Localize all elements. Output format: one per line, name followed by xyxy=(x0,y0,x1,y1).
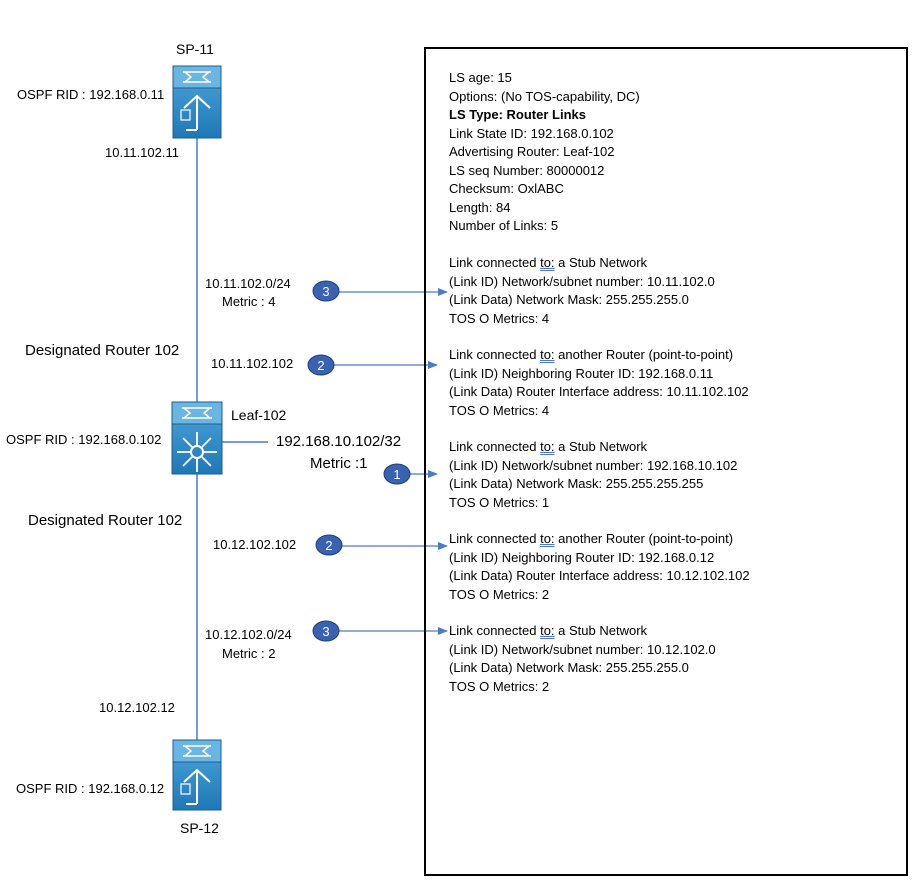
lsa-length: Length: 84 xyxy=(449,199,511,215)
lsa-link-entry: Link connected to: a Stub Network (Link … xyxy=(449,622,716,696)
lsa-link-entry: Link connected to: another Router (point… xyxy=(449,530,750,604)
lsa-link-metric: TOS O Metrics: 2 xyxy=(449,678,550,694)
lsa-ls-type: LS Type: Router Links xyxy=(449,107,586,122)
marker-label: 3 xyxy=(322,624,329,639)
lsa-advertising-router: Advertising Router: Leaf-102 xyxy=(449,144,615,159)
metric-loopback-label: Metric :1 xyxy=(310,455,368,472)
lsa-link-data: (Link Data) Network Mask: 255.255.255.0 xyxy=(449,292,689,307)
lsa-link-id: (Link ID) Neighboring Router ID: 192.168… xyxy=(449,549,715,565)
link-marker: 2 xyxy=(315,534,343,556)
lsa-ls-age: LS age: 15 xyxy=(449,70,512,85)
lsa-link-state-id: Link State ID: 192.168.0.102 xyxy=(449,125,614,141)
marker-label: 1 xyxy=(393,467,400,482)
metric-bottom-label: Metric : 2 xyxy=(222,646,276,661)
lsa-link-type: Link connected to: a Stub Network xyxy=(449,255,648,270)
lsa-link-data: (Link Data) Router Interface address: 10… xyxy=(449,384,749,399)
lsa-link-data: (Link Data) Network Mask: 255.255.255.0 xyxy=(449,660,689,675)
lsa-link-id: (Link ID) Neighboring Router ID: 192.168… xyxy=(449,365,714,381)
lsa-link-id: (Link ID) Network/subnet number: 10.12.1… xyxy=(449,641,716,657)
lsa-link-type: Link connected to: another Router (point… xyxy=(449,347,734,362)
leaf-name: Leaf-102 xyxy=(231,407,287,423)
ip-top-label: 10.11.102.102 xyxy=(211,356,294,371)
lsa-link-type: Link connected to: a Stub Network xyxy=(449,439,648,454)
lsa-link-metric: TOS O Metrics: 4 xyxy=(449,310,550,326)
marker-label: 3 xyxy=(322,284,329,299)
lsa-number-of-links: Number of Links: 5 xyxy=(449,218,559,233)
sp12-name: SP-12 xyxy=(180,820,219,836)
lsa-link-data: (Link Data) Network Mask: 255.255.255.25… xyxy=(449,476,704,491)
lsa-header: LS age: 15 Options: (No TOS-capability, … xyxy=(449,69,640,236)
leaf-rid: OSPF RID : 192.168.0.102 xyxy=(6,432,162,447)
lsa-link-type: Link connected to: a Stub Network xyxy=(449,623,648,638)
loopback-label: 192.168.10.102/32 xyxy=(276,433,402,450)
lsa-link-metric: TOS O Metrics: 4 xyxy=(449,402,550,418)
metric-top-label: Metric : 4 xyxy=(222,294,276,309)
lsa-link-metric: TOS O Metrics: 1 xyxy=(449,494,550,510)
net-bottom-label: 10.12.102.0/24 xyxy=(205,627,292,642)
lsa-checksum: Checksum: OxlABC xyxy=(449,181,564,196)
lsa-link-entry: Link connected to: a Stub Network (Link … xyxy=(449,438,737,512)
dr-bottom-label: Designated Router 102 xyxy=(28,512,183,529)
sp11-name: SP-11 xyxy=(176,41,214,57)
lsa-link-data: (Link Data) Router Interface address: 10… xyxy=(449,568,750,583)
link-marker: 3 xyxy=(312,620,340,642)
leaf-switch-icon xyxy=(171,401,223,475)
lsa-options: Options: (No TOS-capability, DC) xyxy=(449,88,640,104)
spine-switch-icon xyxy=(172,739,222,811)
link-marker: 1 xyxy=(383,463,411,485)
lsa-seq-number: LS seq Number: 80000012 xyxy=(449,162,605,178)
sp12-ip: 10.12.102.12 xyxy=(99,700,175,715)
lsa-panel xyxy=(424,47,908,876)
link-marker: 2 xyxy=(307,354,335,376)
lsa-link-entry: Link connected to: a Stub Network (Link … xyxy=(449,254,715,328)
lsa-link-id: (Link ID) Network/subnet number: 192.168… xyxy=(449,457,738,473)
marker-label: 2 xyxy=(325,538,332,553)
marker-label: 2 xyxy=(317,358,324,373)
sp12-rid: OSPF RID : 192.168.0.12 xyxy=(16,781,165,796)
sp11-ip: 10.11.102.11 xyxy=(105,145,179,160)
lsa-link-entry: Link connected to: another Router (point… xyxy=(449,346,749,420)
link-marker: 3 xyxy=(312,280,340,302)
dr-top-label: Designated Router 102 xyxy=(25,342,180,359)
net-top-label: 10.11.102.0/24 xyxy=(205,276,291,291)
lsa-link-id: (Link ID) Network/subnet number: 10.11.1… xyxy=(449,273,715,289)
ip-bottom-label: 10.12.102.102 xyxy=(213,537,297,552)
spine-switch-icon xyxy=(172,65,222,139)
sp11-rid: OSPF RID : 192.168.0.11 xyxy=(17,87,165,102)
lsa-link-metric: TOS O Metrics: 2 xyxy=(449,586,550,602)
lsa-link-type: Link connected to: another Router (point… xyxy=(449,531,734,546)
